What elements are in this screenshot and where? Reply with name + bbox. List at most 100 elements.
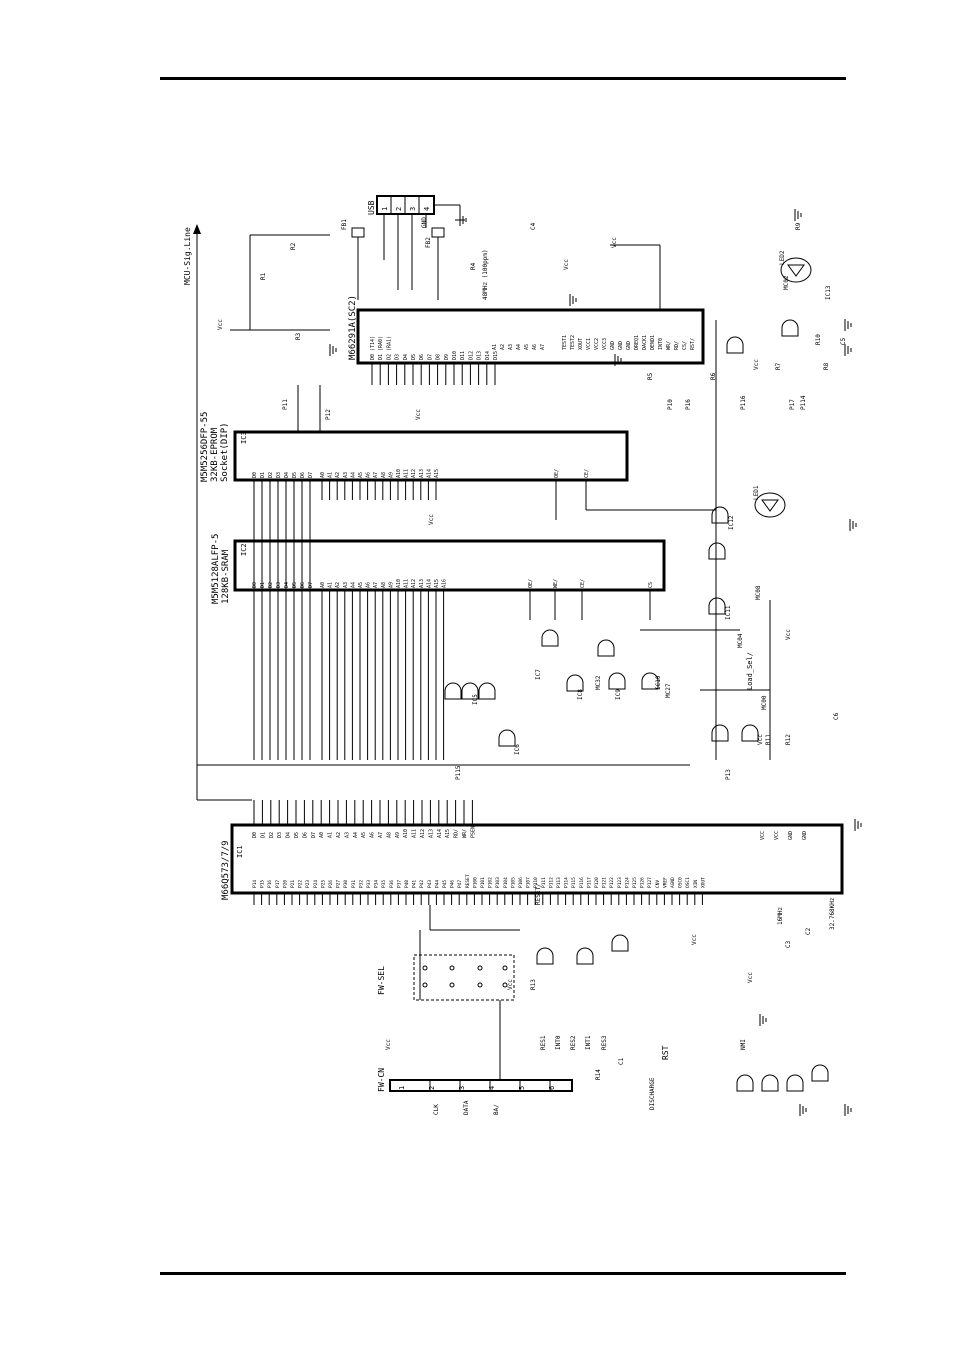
ic3-pin-label: A5 xyxy=(358,472,364,478)
resistor-label: R10 xyxy=(815,334,822,345)
resistor-label: R8 xyxy=(823,362,830,370)
svg-text:32.768KHz: 32.768KHz xyxy=(829,897,836,930)
logic-gate xyxy=(736,1074,754,1092)
ic3-pin-label: D7 xyxy=(308,472,314,478)
port-label: NMI xyxy=(740,1039,747,1050)
svg-text:16MHz: 16MHz xyxy=(777,907,784,925)
vcc-label: Vcc xyxy=(385,1039,392,1050)
vcc-label: Vcc xyxy=(415,409,422,420)
ic1-pin-label: P25 xyxy=(320,880,326,888)
ic3-pin-label: D0 xyxy=(252,472,258,478)
port-label: P17 xyxy=(789,399,796,410)
ic1-pin-label: RESET xyxy=(465,874,471,888)
ic4-pin-label: A2 xyxy=(500,344,506,350)
ic3-pin-label: A7 xyxy=(373,472,379,478)
fwcn-pin-label: 1 xyxy=(398,1086,406,1090)
ic1-pin-label: P40 xyxy=(404,880,410,888)
ic1-pin-label: A12 xyxy=(420,829,426,838)
port-label: RES3 xyxy=(601,1035,608,1050)
ic1-pin-label: P30 xyxy=(343,880,349,888)
ic1-pin-label: P107 xyxy=(526,877,532,888)
switch-contact xyxy=(502,965,508,971)
ic4-pin-label: A5 xyxy=(524,344,530,350)
port-label: P116 xyxy=(740,395,747,410)
vcc-label: Vcc xyxy=(757,734,764,745)
ic1-pin-label: P17 xyxy=(275,880,281,888)
switch-contact xyxy=(449,982,455,988)
svg-text:MCU-Sig.Line: MCU-Sig.Line xyxy=(183,227,192,285)
logic-gate xyxy=(641,672,659,690)
ic1-pin-label: A1 xyxy=(328,832,334,838)
ic1-pin-label: P15 xyxy=(260,880,266,888)
ic4-pin-label: DREQ1 xyxy=(634,335,640,350)
port-label: P115 xyxy=(455,765,462,780)
ic4-pin-label: VCC3 xyxy=(602,338,608,350)
logic-gate xyxy=(576,947,594,965)
ic2-pin-label: A11 xyxy=(404,579,410,588)
resistor-label: R5 xyxy=(647,372,654,380)
ic4-pin-label: D6 xyxy=(419,354,425,360)
ic4-pin-label: D4 xyxy=(403,354,409,360)
vcc-label: Vcc xyxy=(428,514,435,525)
ic1-pin-label: A9 xyxy=(395,832,401,838)
ic1-pin-label: P22 xyxy=(298,880,304,888)
port-label: P12 xyxy=(325,409,332,420)
ic1-pin-label: VCC xyxy=(760,831,766,840)
logic-gate xyxy=(786,1074,804,1092)
ic4-pin-label: CS/ xyxy=(682,341,688,350)
switch-contact xyxy=(422,982,428,988)
vcc-label: Vcc xyxy=(753,359,760,370)
ic4-pin-label: D0 (T14) xyxy=(370,336,376,360)
ic4-pin-label: D7 xyxy=(427,354,433,360)
ic4-pin-label: D15 xyxy=(493,351,499,360)
part-label: MC32 xyxy=(595,675,602,690)
resistor-label: R1 xyxy=(260,272,267,280)
ic4-pin-label: D8 xyxy=(436,354,442,360)
ic1-pin-label: D0 xyxy=(252,832,258,838)
gate-ref-label: IC9 xyxy=(615,689,622,700)
ic3-pin-label: A9 xyxy=(388,472,394,478)
svg-text:FB1: FB1 xyxy=(341,219,348,230)
ic1-pin-label: P21 xyxy=(290,880,296,888)
part-label: MC00 xyxy=(761,695,768,710)
port-label: P10 xyxy=(667,399,674,410)
gate-ref-label: IC7 xyxy=(535,669,542,680)
ic1-pin-label: P123 xyxy=(617,877,623,888)
ic2-pin-label: A13 xyxy=(419,579,425,588)
capacitor-label: C3 xyxy=(785,940,792,948)
resistor-label: R3 xyxy=(295,332,302,340)
ic2-pin-label: A16 xyxy=(442,579,448,588)
port-label: INT1 xyxy=(585,1035,592,1050)
ic4-pin-label: D5 xyxy=(411,354,417,360)
ic2-pin-label: D5 xyxy=(292,582,298,588)
ic2-pin-label: CS xyxy=(648,582,654,588)
part-label: MC04 xyxy=(737,633,744,648)
ic2-pin-label: D3 xyxy=(276,582,282,588)
ic4-pin-label: D1 (RA0) xyxy=(378,336,384,360)
ic1-pin-label: P27 xyxy=(336,880,342,888)
part-label: MC08 xyxy=(755,585,762,600)
vcc-label: Vcc xyxy=(785,629,792,640)
ic1-pin-label: A10 xyxy=(403,829,409,838)
ic2-pin-label: A3 xyxy=(343,582,349,588)
ic1-pin-label: RD/ xyxy=(454,829,460,838)
ic4-pin-label: D3 xyxy=(395,354,401,360)
capacitor-label: C6 xyxy=(833,712,840,720)
ic1-pin-label: P124 xyxy=(624,877,630,888)
logic-gate xyxy=(741,724,759,742)
vcc-label: Vcc xyxy=(691,934,698,945)
svg-text:IC1: IC1 xyxy=(236,845,244,858)
ic1-pin-label: OSC0 xyxy=(678,877,684,888)
ic3-pin-label: A8 xyxy=(381,472,387,478)
capacitor-label: C4 xyxy=(530,222,537,230)
logic-gate xyxy=(711,724,729,742)
ic3-pin-label: A13 xyxy=(419,469,425,478)
logic-gate xyxy=(461,682,479,700)
switch-contact xyxy=(477,965,483,971)
svg-text:RST: RST xyxy=(661,1045,670,1060)
ic4-pin-label: A7 xyxy=(540,344,546,350)
ic3-eprom: M5M5256DFP-55 32KB-EPROM Socket(DIP) IC3… xyxy=(200,412,629,500)
